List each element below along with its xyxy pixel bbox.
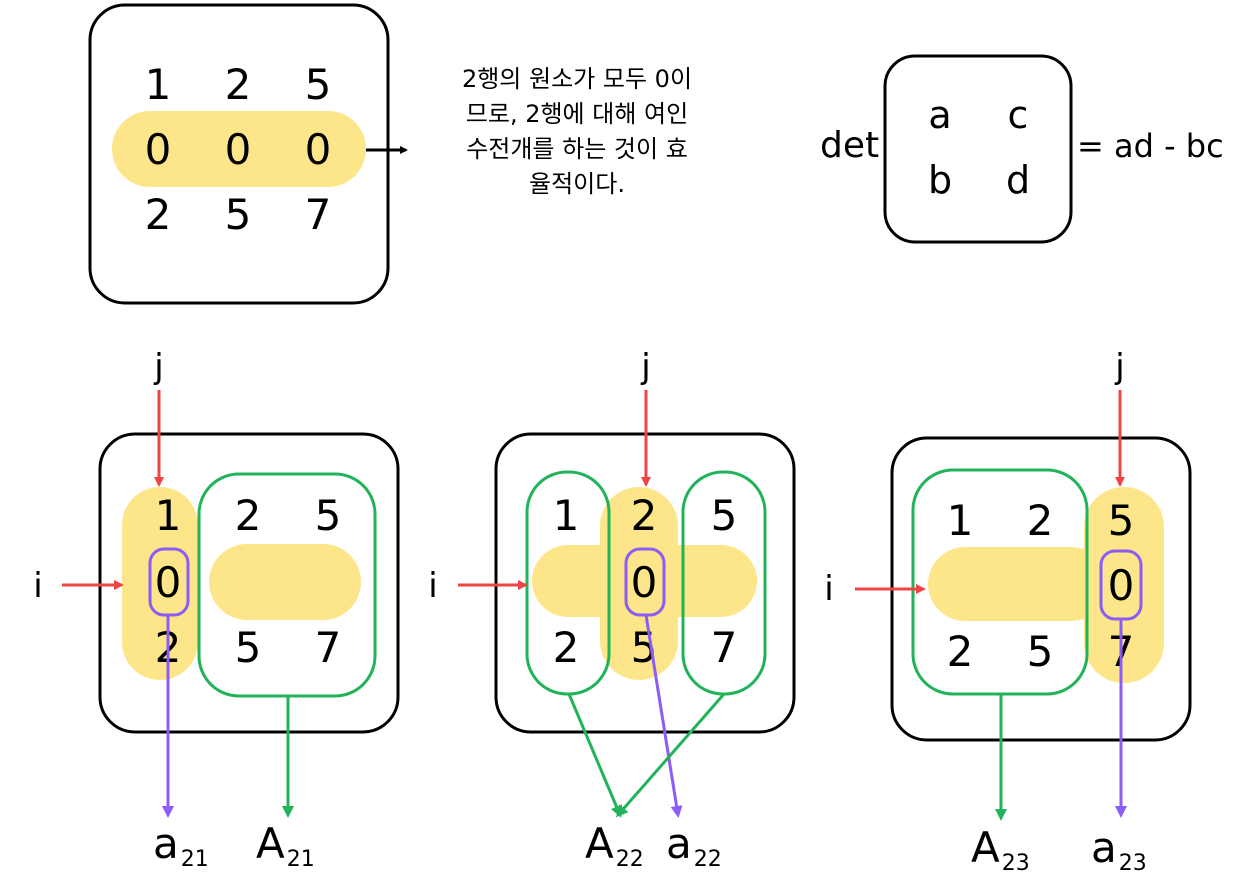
column-highlight [1084,487,1164,683]
top-matrix: 1 2 5 0 0 0 2 5 7 [88,3,408,305]
matrix-cell: 2 [235,491,262,540]
matrix-cell: 2 [631,491,658,540]
top-matrix-frame [88,3,390,305]
minor-label-subscript: 23 [1002,851,1030,876]
matrix-cell: 5 [315,491,342,540]
matrix-cell: 2 [145,190,172,239]
explanation-note: 2행의 원소가 모두 0이 므로, 2행에 대해 여인 수전개를 하는 것이 효… [461,65,693,198]
minor-label: A22 [585,819,644,872]
matrix-cell: 5 [235,623,262,672]
matrix-cell: 0 [1108,561,1135,610]
element-label-base: a [153,819,179,868]
matrix-cell: 2 [225,60,252,109]
element-label-subscript: 21 [181,847,209,872]
i-label: i [428,566,437,606]
matrix-cell: 0 [145,125,172,174]
matrix-cell: 5 [1027,627,1054,676]
element-outline [624,547,666,617]
matrix-cell: 5 [1108,496,1135,545]
element-label: a21 [153,819,209,872]
minor-label-base: A [256,819,285,868]
row-highlight [112,111,366,187]
det-result: = ad - bc [1077,127,1224,165]
matrix-cell: 1 [145,60,172,109]
det-prefix: det [820,125,879,166]
matrix-cell: 0 [305,125,332,174]
i-label: i [33,566,42,606]
matrix-cell: 7 [711,623,738,672]
minor-label: A21 [256,819,315,872]
minor-arrow [616,693,726,818]
row-highlight [928,547,1108,621]
det-cell: b [928,158,952,202]
matrix-cell: 0 [631,558,658,607]
matrix-cell: 5 [305,60,332,109]
element-label-subscript: 23 [1119,851,1147,876]
matrix-cell: 5 [711,491,738,540]
j-label: j [1114,347,1124,387]
column-highlight [122,487,198,680]
minor-label-base: A [971,823,1000,872]
matrix-cell: 1 [553,491,580,540]
matrix-cell: 1 [155,491,182,540]
element-label-base: a [666,819,692,868]
column-highlight [600,487,678,680]
expansion-1: 1 2 5 0 2 5 7 j i a21 A21 [33,347,400,872]
expansion-3: 1 2 5 0 2 5 7 j i A23 a23 [824,347,1192,876]
minor-label-subscript: 21 [287,847,315,872]
matrix-cell: 2 [553,623,580,672]
matrix-cell: 7 [315,623,342,672]
det-cell: c [1008,93,1029,137]
det-formula: det a c b d = ad - bc [820,54,1224,244]
element-arrow [644,614,683,818]
matrix-cell: 2 [947,627,974,676]
j-label: j [153,347,163,387]
matrix-cell: 2 [1027,496,1054,545]
element-label: a23 [1091,823,1147,876]
det-cell: d [1006,158,1030,202]
matrix-cell: 0 [155,558,182,607]
minor-label-subscript: 22 [616,847,644,872]
expansion-2: 1 2 5 0 2 5 7 j i A22 a22 [428,347,796,872]
element-label-base: a [1091,823,1117,872]
i-label: i [824,569,833,609]
expansion-frame [98,432,400,734]
minor-label: A23 [971,823,1030,876]
minor-label-base: A [585,819,614,868]
matrix-cell: 5 [225,190,252,239]
row-highlight [209,544,361,620]
element-label-subscript: 22 [694,847,722,872]
matrix-cell: 1 [947,496,974,545]
matrix-cell: 7 [305,190,332,239]
j-label: j [640,347,650,387]
det-cell: a [928,93,951,137]
minor-arrow [567,693,623,818]
det-matrix-frame [883,54,1073,244]
matrix-cell: 0 [225,125,252,174]
element-label: a22 [666,819,722,872]
